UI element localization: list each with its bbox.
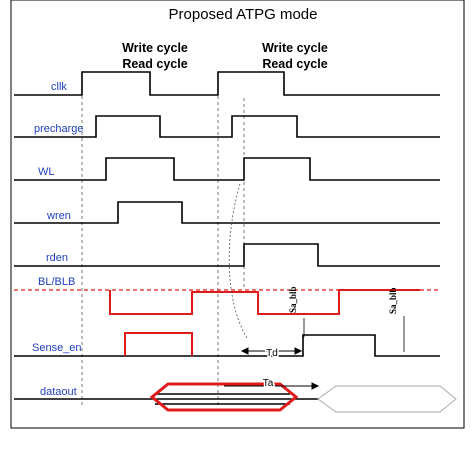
ta-arrow — [224, 382, 320, 390]
cycle-1-read-label: Read cycle — [122, 57, 187, 71]
signal-label-wl: WL — [38, 166, 55, 178]
sa-blb-label-1: Sa_blb — [288, 286, 298, 313]
waveform-wren — [14, 201, 440, 224]
td-arrow — [240, 347, 303, 355]
signal-label-dataout: dataout — [40, 386, 77, 398]
waveform-bl — [109, 289, 420, 315]
signal-label-sense: Sense_en — [32, 342, 82, 354]
signal-label-wren: wren — [46, 210, 71, 222]
waveform-clk — [14, 71, 440, 96]
waveform-wl — [14, 157, 440, 181]
dataout-valid-red — [149, 382, 299, 412]
signal-label-rden: rden — [46, 252, 68, 264]
signal-label-precharge: precharge — [34, 123, 84, 135]
cycle-2-write-label: Write cycle — [262, 41, 328, 55]
sa-blb-label-2: Sa_blb — [388, 287, 398, 314]
signal-label-clk: cllk — [51, 81, 67, 93]
diagram-frame — [10, 0, 465, 429]
signal-label-bl: BL/BLB — [38, 276, 75, 288]
waveform-precharge — [14, 115, 440, 138]
dataout-valid-grey — [317, 385, 457, 413]
ta-label: Ta — [263, 378, 274, 389]
cycle-2-read-label: Read cycle — [262, 57, 327, 71]
waveform-sense-en-red — [124, 332, 193, 356]
cycle-1-write-label: Write cycle — [122, 41, 188, 55]
diagram-title: Proposed ATPG mode — [169, 6, 318, 23]
delay-curve — [228, 183, 248, 339]
waveform-sense-en — [14, 334, 440, 357]
time-guides — [81, 72, 245, 405]
td-label: Td — [266, 348, 278, 359]
waveform-rden — [14, 243, 440, 267]
